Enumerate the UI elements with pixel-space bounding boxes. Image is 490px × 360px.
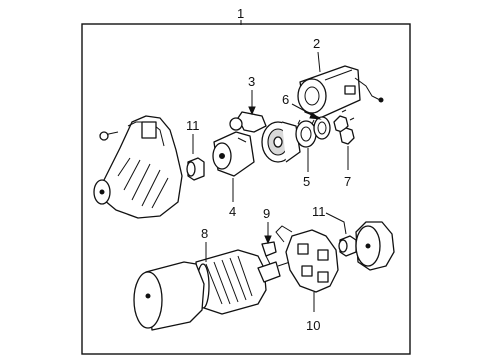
solenoid-wire (354, 77, 381, 101)
yoke-part (133, 261, 205, 331)
brush-spring-tail (265, 255, 271, 265)
brush-spring-part (261, 241, 277, 265)
lever-pivot (229, 117, 243, 131)
end-frame-bore (365, 243, 371, 249)
brush-holder-box-d (317, 271, 329, 283)
callout-7: 7 (344, 146, 351, 189)
planet-gear-bore (300, 126, 312, 142)
lever-fork (237, 111, 267, 133)
callout-2: 2 (313, 36, 321, 73)
callout-3: 3 (248, 74, 256, 116)
end-frame-part (355, 221, 395, 271)
gear-housing-part (261, 121, 301, 163)
planet-gear-body (295, 120, 317, 148)
callout-1: 1 (237, 6, 244, 25)
callout-9-label: 9 (263, 206, 270, 221)
small-gear-upper (333, 115, 349, 133)
housing-bolt-head (99, 131, 109, 141)
drive-housing-part (93, 115, 183, 219)
ring-outer (313, 116, 331, 140)
small-gears-part (333, 109, 355, 145)
brush-holder-part (275, 225, 339, 293)
callout-7-label: 7 (344, 174, 351, 189)
armature-part (195, 249, 291, 315)
brush-spring-body (261, 241, 277, 257)
drive-clutch-part (212, 131, 255, 177)
callout-8-label: 8 (201, 226, 208, 241)
bushing-lower-part (338, 235, 357, 257)
callout-10-label: 10 (306, 318, 320, 333)
small-gear-lower (339, 127, 355, 145)
callout-10: 10 (306, 292, 320, 333)
callout-11-upper: 11 (186, 118, 200, 154)
callout-3-label: 3 (248, 74, 255, 89)
yoke-end (133, 271, 163, 329)
callout-6: 6 (282, 92, 322, 120)
solenoid-stud (344, 85, 356, 95)
solenoid-end-cap (297, 78, 327, 114)
callout-11-lower-leader (325, 212, 347, 235)
housing-ribs (117, 157, 169, 209)
solenoid-plunger (304, 86, 320, 106)
clutch-bore (219, 153, 225, 159)
brush-holder-box-b (317, 249, 329, 261)
callout-11-lower: 11 (312, 204, 347, 235)
callout-11-lower-label: 11 (312, 204, 326, 219)
callout-11-upper-label: 11 (186, 118, 200, 133)
ring-inner (317, 121, 327, 135)
callout-9-arrow (264, 235, 272, 245)
assembly-frame (81, 23, 411, 355)
callout-4: 4 (229, 178, 236, 219)
brush-holder-box-c (301, 265, 313, 277)
callout-8: 8 (201, 226, 208, 262)
ring-part (313, 116, 331, 140)
bushing-upper-part (186, 157, 205, 181)
callout-5-label: 5 (303, 174, 310, 189)
brush-holder-lead (275, 225, 293, 243)
housing-nose-bore (99, 189, 105, 195)
solenoid-part (297, 65, 384, 119)
callout-2-leader (317, 51, 321, 73)
callout-3-arrow (248, 106, 256, 116)
housing-body (99, 115, 183, 219)
bushing-lower-face (338, 239, 348, 253)
brush-holder-box-a (297, 243, 309, 255)
small-gear-teeth (341, 109, 355, 121)
housing-lug (141, 121, 157, 139)
brush-holder-plate (285, 229, 339, 293)
callout-4-label: 4 (229, 204, 236, 219)
lever-part (229, 111, 267, 133)
clutch-ridge (237, 137, 247, 143)
callout-6-label: 6 (282, 92, 289, 107)
callout-1-label: 1 (237, 6, 244, 21)
yoke-bore (145, 293, 151, 299)
callout-6-arrow (309, 112, 322, 120)
solenoid-terminal (378, 97, 384, 103)
bushing-upper-face (186, 161, 196, 177)
callout-9: 9 (263, 206, 272, 245)
armature-windings (205, 255, 253, 305)
callout-5: 5 (303, 148, 310, 189)
callout-2-label: 2 (313, 36, 320, 51)
gear-housing-hub (273, 136, 283, 148)
solenoid-seam (324, 69, 353, 81)
